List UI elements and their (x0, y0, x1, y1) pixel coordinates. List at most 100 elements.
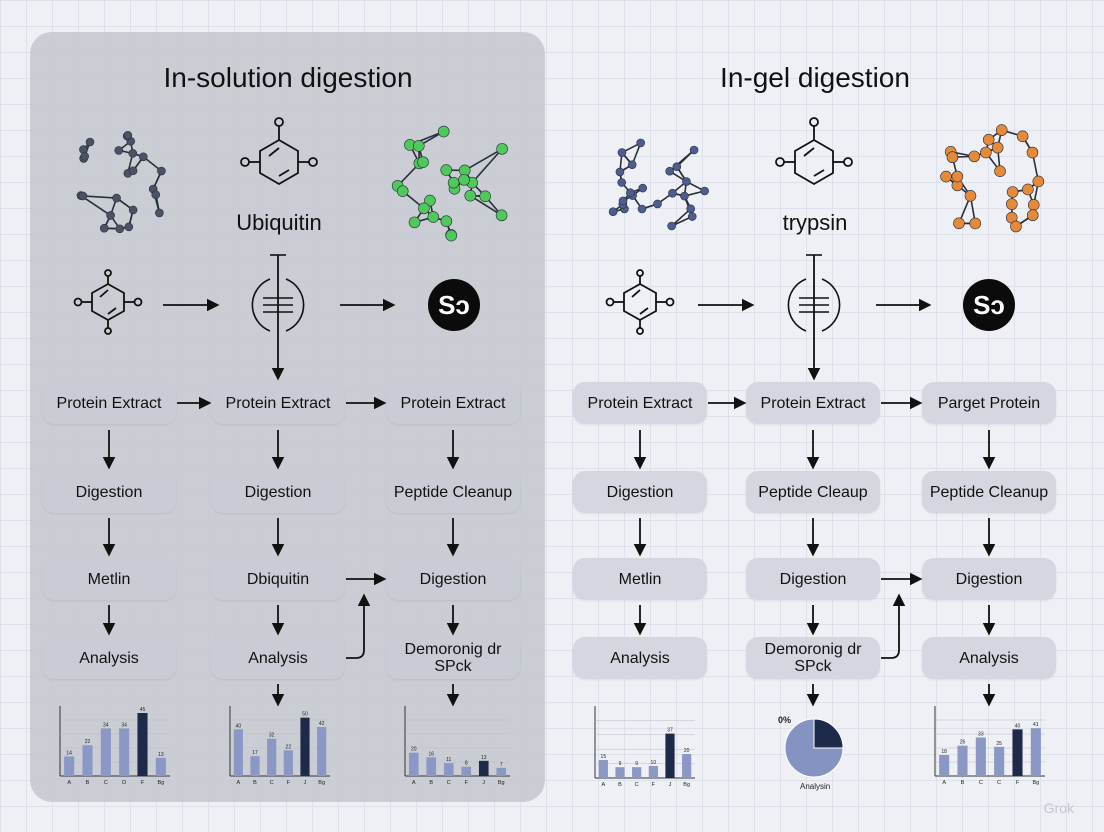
pie-slice (813, 718, 844, 749)
right-col2-step4: Demoronig dr SPck (746, 637, 880, 679)
right-col1-step4: Analysis (573, 637, 707, 679)
chart-3-data-label: 37 (667, 728, 673, 734)
trypsin-label: trypsin (782, 210, 848, 235)
left-col3-step4: Demoronig dr SPck (386, 637, 520, 679)
chart-3-data-label: 10 (651, 760, 657, 766)
chart-0-bar (155, 757, 166, 776)
chart-2-tick-label: Bg (498, 780, 505, 786)
chart-1-data-label: 17 (252, 750, 258, 756)
left-col2-step4: Analysis (211, 637, 345, 679)
left-col1-step4: Analysis (42, 637, 176, 679)
hexagon-ring-icon (73, 117, 853, 335)
left-col2-step1: Protein Extract (211, 382, 345, 424)
chart-0-bar (82, 745, 93, 776)
chart-2-bar (426, 757, 437, 776)
s-logo-text-right: Sↄ (973, 289, 1005, 320)
chart-5-tick-label: Bg (1032, 780, 1039, 786)
chart-5-bar (1012, 729, 1023, 776)
right-panel-title: In-gel digestion (720, 62, 910, 93)
chart-5-data-label: 33 (978, 732, 984, 738)
charts-layer: 14A22B34C34D45F13Bg40A17B32C22F50J42Bg20… (59, 706, 1045, 788)
chart-3-tick-label: F (652, 782, 656, 788)
chart-1-tick-label: F (287, 780, 291, 786)
chart-0-bar (100, 728, 111, 776)
right-col3-step3: Digestion (922, 558, 1056, 600)
left-col1-step2: Digestion (42, 471, 176, 513)
left-col1-step1: Protein Extract (42, 382, 176, 424)
chart-2-bar (496, 767, 507, 776)
chart-3-bar (665, 733, 675, 778)
right-col1-step2: Digestion (573, 471, 707, 513)
chart-5-bar (1030, 728, 1041, 776)
chart-0-data-label: 22 (85, 739, 91, 745)
left-panel-title: In-solution digestion (163, 62, 413, 93)
right-col1-step3: Metlin (573, 558, 707, 600)
chart-1-bar (300, 717, 310, 776)
left-col2-step3: Dbiquitin (211, 558, 345, 600)
chart-1-data-label: 40 (236, 723, 242, 729)
chart-3-bar (615, 767, 625, 778)
chart-3-bar (632, 767, 642, 778)
chart-3-data-label: 9 (619, 761, 622, 767)
chart-3-tick-label: A (601, 782, 605, 788)
chart-5-tick-label: A (942, 780, 946, 786)
chart-2-bar (478, 760, 489, 776)
chart-2-tick-label: F (465, 780, 469, 786)
chart-0-tick-label: B (86, 780, 90, 786)
chart-3-bar (598, 760, 608, 778)
chart-1-data-label: 50 (302, 712, 308, 718)
chart-2-bar (461, 766, 472, 776)
chart-3-data-label: 9 (635, 761, 638, 767)
molecule-network-icon-left-b (391, 125, 508, 242)
chart-1-tick-label: Bg (318, 780, 325, 786)
chart-5-data-label: 25 (996, 741, 1002, 747)
molecule-network-icons (76, 124, 1045, 242)
chart-2-data-label: 11 (446, 757, 451, 763)
chart-3-data-label: 20 (684, 748, 690, 754)
chart-1-data-label: 42 (319, 721, 325, 727)
molecule-network-icon-right-a (608, 138, 709, 231)
chart-1-tick-label: J (304, 780, 307, 786)
chart-5-tick-label: B (961, 780, 965, 786)
pie-percent-label: 0% (778, 715, 792, 725)
chart-0-bar (137, 713, 148, 776)
left-col2-step2: Digestion (211, 471, 345, 513)
chart-5-bar (994, 746, 1005, 776)
molecule-network-icon-left-a (76, 131, 166, 234)
chart-3-data-label: 15 (601, 754, 607, 760)
right-col2-step3: Digestion (746, 558, 880, 600)
chart-1-data-label: 22 (286, 744, 292, 750)
chart-3-tick-label: J (669, 782, 672, 788)
s-logo-icon-left: Sↄ (428, 279, 480, 331)
chart-5-tick-label: C (979, 780, 983, 786)
ubiquitin-label: Ubiquitin (236, 210, 322, 235)
chart-1-tick-label: A (236, 780, 240, 786)
chart-3-tick-label: Bg (683, 782, 690, 788)
chart-3-tick-label: B (618, 782, 622, 788)
chart-5-data-label: 41 (1033, 722, 1039, 728)
chart-0-tick-label: D (122, 780, 126, 786)
chart-1-tick-label: B (253, 780, 257, 786)
right-col3-step1: Parget Protein (922, 382, 1056, 424)
chart-2-data-label: 13 (481, 755, 487, 761)
chart-2-data-label: 16 (428, 751, 434, 757)
chart-5-bar (957, 745, 968, 776)
chart-2-data-label: 7 (500, 762, 503, 768)
right-col2-step1: Protein Extract (746, 382, 880, 424)
chart-1-bar (317, 727, 327, 776)
left-col1-step3: Metlin (42, 558, 176, 600)
chart-0-data-label: 34 (121, 722, 127, 728)
chart-0-tick-label: C (104, 780, 108, 786)
chart-3-bar (682, 754, 692, 778)
chart-5-bar (975, 737, 986, 776)
chart-0-bar (64, 756, 75, 776)
chart-5-bar (939, 755, 950, 776)
chart-1-data-label: 32 (269, 733, 275, 739)
chart-3-tick-label: C (635, 782, 639, 788)
left-col3-step1: Protein Extract (386, 382, 520, 424)
chart-0-data-label: 14 (66, 750, 72, 756)
left-col3-step2: Peptide Cleanup (386, 471, 520, 513)
chart-2-tick-label: A (412, 780, 416, 786)
chart-1-bar (267, 738, 277, 776)
pie-caption: Analysin (800, 782, 831, 791)
